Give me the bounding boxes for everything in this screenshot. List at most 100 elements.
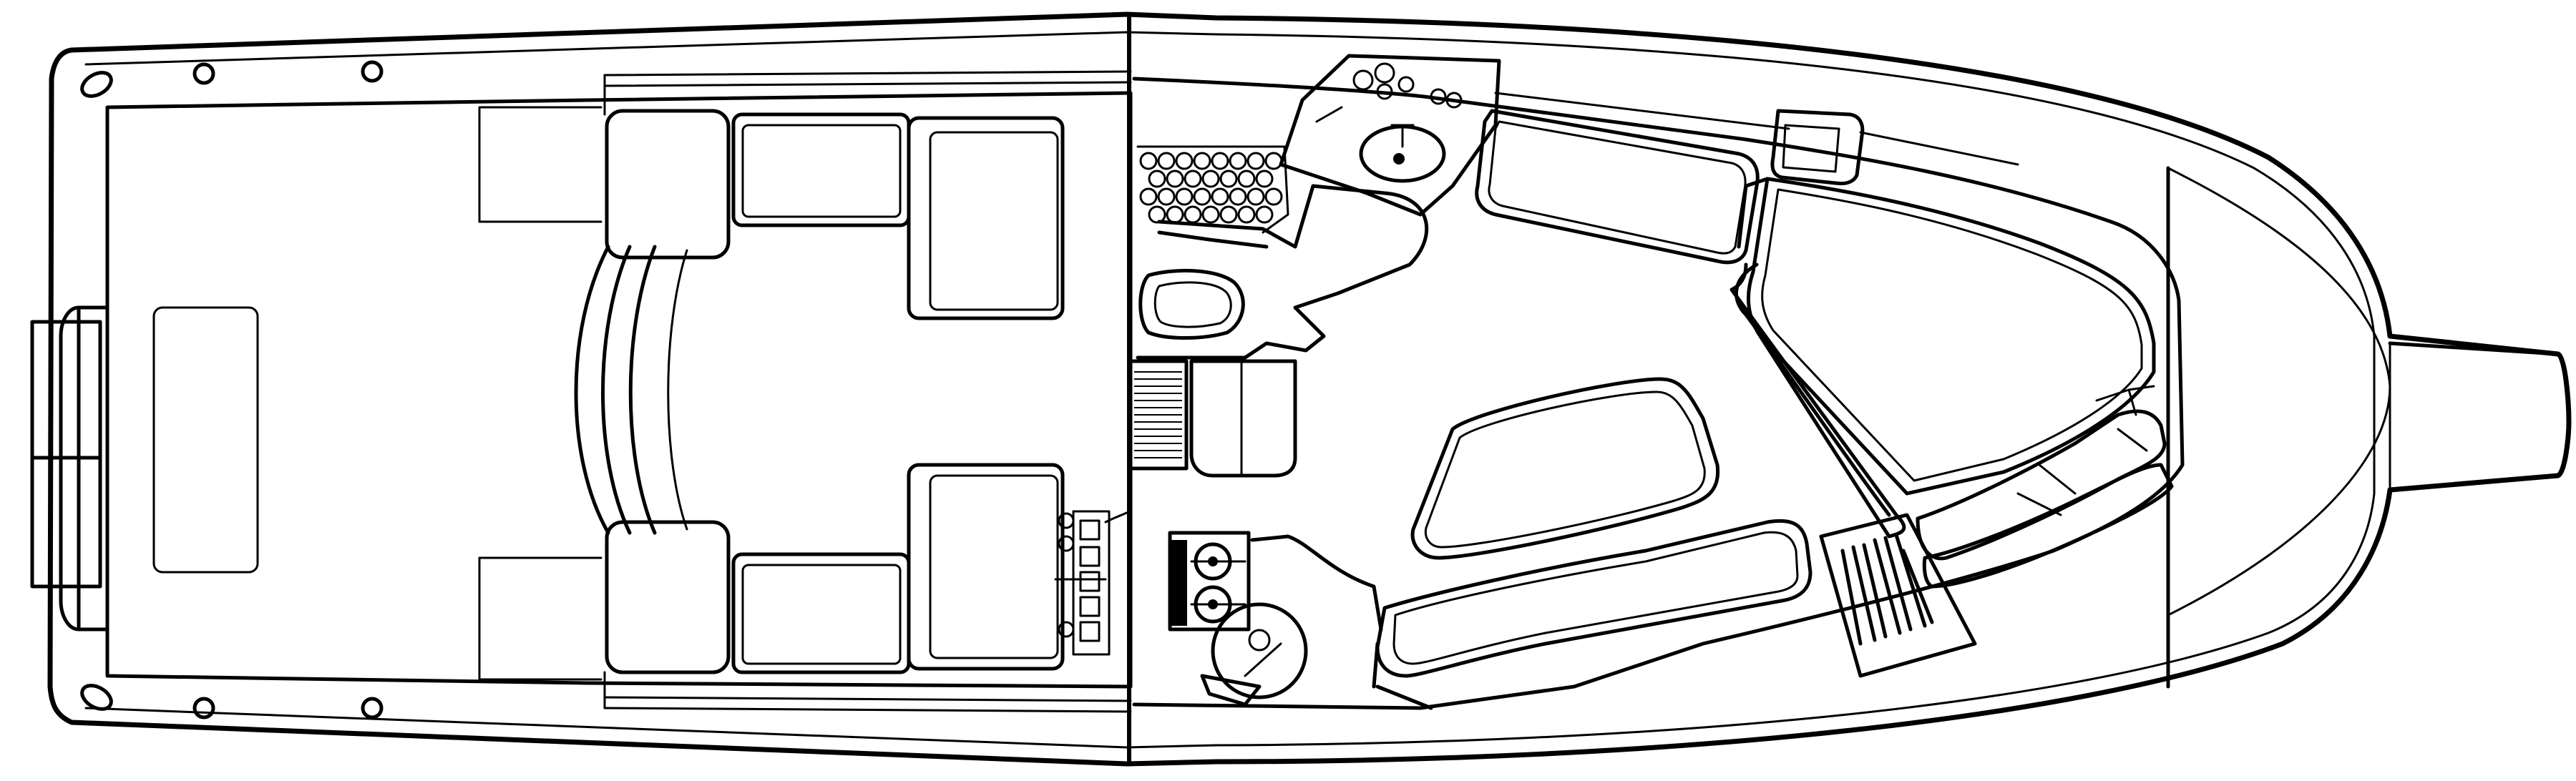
grate-hole [1193,152,1211,170]
helm-switch-1 [1079,519,1101,541]
grate-hole [1237,205,1256,224]
transom-locker [152,306,259,574]
head [1136,54,1501,360]
helm-knob-2 [1058,535,1075,552]
grate-hole [1157,152,1176,170]
cleat-hole-4 [80,684,113,711]
galley-sink-round [1211,602,1308,699]
berth-cushion-port [1475,109,1760,265]
vanity-fixture-1 [1352,69,1374,91]
berth-cushion-forward-inner [1761,188,2143,482]
cleat-hole-5 [192,697,215,719]
toilet-seat [1138,268,1245,340]
dinette-settee-front-inner [1392,531,1799,665]
cleat-hole-2 [192,62,215,85]
refrigerator-grille [1134,371,1182,458]
vanity-fixture-6 [1445,92,1463,109]
transom-platform [59,305,109,632]
seat-backrest-upper-inner [741,124,902,218]
galley-faucet [1244,642,1282,677]
grate-hole [1201,170,1220,188]
sink-faucet [1390,124,1415,148]
grate-hole [1219,205,1238,224]
cabin-top-rail [1494,92,2019,166]
head-partition [1136,184,1428,360]
helm-seat-lower [907,463,1065,671]
hull [47,11,2572,767]
grate-hole [1219,170,1238,188]
seat-pedestal-lower [605,520,731,674]
galley-sink-drain [1248,629,1271,652]
grate-hole [1255,205,1274,224]
dinette-settee-front [1375,519,1813,678]
berth-side-cushion [1735,177,1891,517]
cockpit-hatch-upper [478,106,602,223]
hull-outline [47,11,2572,767]
helm-seat-lower-inner [929,474,1059,659]
vanity-edge [1315,106,1343,123]
berth-cushion-port-inner [1488,120,1747,255]
helm-switch-2 [1079,546,1101,567]
helm-switch-4 [1079,596,1101,617]
transom-step-lower [30,456,102,589]
shower-floor [1136,145,1289,234]
cleat-hole-6 [361,697,384,719]
helm-seat-upper-inner [929,131,1059,311]
grate-hole [1184,170,1202,188]
grate-hole [1264,187,1283,206]
grate-hole [1175,152,1194,170]
grate-hole [1211,187,1229,206]
grate-hole [1201,205,1220,224]
stove-control-strip [1171,540,1187,626]
cockpit-hatch-lower [478,556,602,681]
forward-hatch [1770,109,1865,186]
forward-hatch-inner [1782,124,1840,173]
sink-drain [1393,153,1405,164]
helm-switch-3 [1079,571,1101,592]
helm-knob-3 [1058,621,1075,638]
vanity-fixture-4 [1376,83,1393,100]
seat-backrest-lower [731,552,911,674]
shower-grate [1139,152,1283,224]
grate-hole [1255,170,1274,188]
grate-hole [1184,205,1202,224]
grate-hole [1139,187,1158,206]
bridge-arch-inner-2 [667,249,688,531]
refrigerator [1127,359,1189,471]
bow-pulpit [2388,341,2571,492]
cabin [1127,54,2185,710]
stem-curve [2167,167,2391,617]
galley [1127,359,1383,707]
dinette-table-inner [1424,390,1706,549]
helm-console [1054,510,1131,656]
toilet-bowl [1153,281,1232,328]
vanity-fixture-2 [1374,62,1395,84]
cleat-hole-3 [361,60,384,83]
stove-panel [1168,531,1251,632]
grate-hole [1139,152,1158,170]
bridge-arch-mid [601,245,632,535]
berth-storage-2 [1922,463,2174,589]
berth-fold-line-1 [2016,428,2148,516]
galley-faucet-handle [1200,674,1262,707]
grate-hole [1157,187,1176,206]
grate-hole [1229,187,1247,206]
grate-hole [1148,205,1166,224]
seat-pedestal-upper [605,109,731,260]
helm-seat-upper [907,116,1065,320]
v-berth [1475,92,2174,678]
vanity-fixture-5 [1430,88,1447,105]
dinette [1372,377,1813,710]
shower-drain-line [1157,230,1269,249]
seat-backrest-lower-inner [741,564,902,665]
vanity-counter [1279,54,1501,217]
deck-rail-bottom [603,696,1132,713]
vanity-fixture-3 [1397,76,1415,93]
anchor-locker-hatch [1819,513,1977,678]
grate-hole [1148,170,1166,188]
cleat-hole-1 [80,71,113,98]
anchor-rode [1840,533,1934,646]
berth-fold-line-2 [2095,385,2155,416]
galley-cabinet [1189,359,1297,478]
